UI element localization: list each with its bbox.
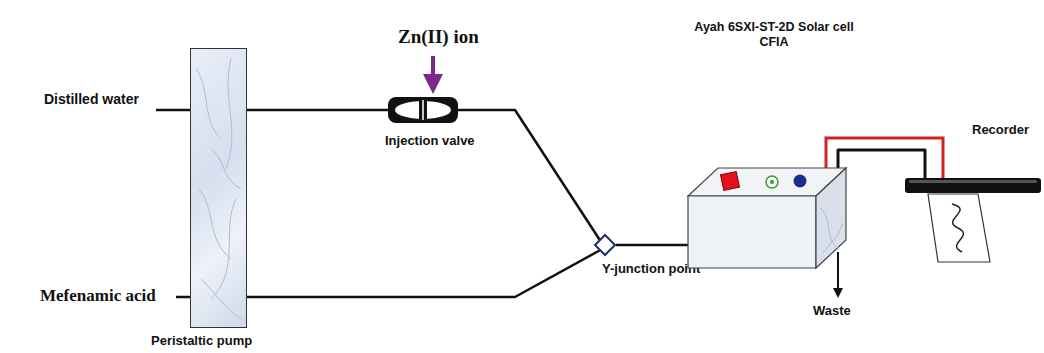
valve-slot (422, 100, 424, 120)
front-face (688, 196, 816, 268)
indicator-light (770, 180, 774, 184)
stream-label: Distilled water (44, 91, 139, 108)
part-label: Injection valve (385, 133, 475, 149)
marble-vein (211, 199, 236, 299)
marble-texture (191, 49, 246, 327)
part-label: Ayah 6SXI-ST-2D Solar cell CFIA (694, 20, 854, 50)
peristaltic-pump: Peristaltic pump (190, 48, 247, 328)
part-label: Peristaltic pump (151, 333, 252, 349)
reagent-label: Zn(II) ion (398, 26, 479, 49)
recorder-bar: Recorder (905, 178, 1041, 193)
signal-trace (952, 204, 963, 252)
recorder-highlight (909, 180, 1037, 183)
recorder-bar (905, 178, 1041, 193)
marble-vein (820, 208, 843, 253)
junction-diamond (595, 235, 615, 255)
marble-vein (211, 149, 241, 189)
flow-tube (247, 251, 600, 298)
stream-label: Mefenamic acid (40, 286, 156, 306)
detector-box (688, 168, 848, 268)
valve-rotor (419, 100, 427, 120)
injection-valve: Injection valve (388, 97, 458, 123)
marble-vein (201, 279, 241, 319)
marble-vein (199, 189, 231, 259)
valve-body (388, 97, 458, 123)
injection-arrow (431, 56, 435, 90)
side-face (816, 168, 846, 268)
valve-window (395, 101, 451, 119)
outlet-label: Waste (813, 303, 851, 319)
marble-vein (196, 69, 221, 139)
control-knob (794, 175, 807, 188)
part-label: Recorder (972, 122, 1029, 138)
flow-tube (247, 109, 388, 112)
solar-cell-detector: Ayah 6SXI-ST-2D Solar cell CFIA (688, 168, 848, 268)
indicator-light (766, 176, 778, 188)
chart-paper (928, 194, 990, 262)
flow-tube (616, 244, 688, 247)
signal-wire (838, 150, 925, 178)
inlet-tube (176, 296, 190, 299)
part-label: Y-junction point (602, 261, 700, 277)
marble-vein (226, 59, 232, 169)
flow-tube (458, 110, 600, 240)
inlet-tube (156, 109, 190, 112)
recorder-symbol (905, 178, 1041, 193)
junction-diamond: Y-junction point (594, 234, 616, 256)
valve-symbol (388, 97, 458, 123)
junction-symbol (594, 234, 616, 256)
solar-cell-panel (721, 172, 740, 191)
waste-outlet (837, 252, 839, 296)
